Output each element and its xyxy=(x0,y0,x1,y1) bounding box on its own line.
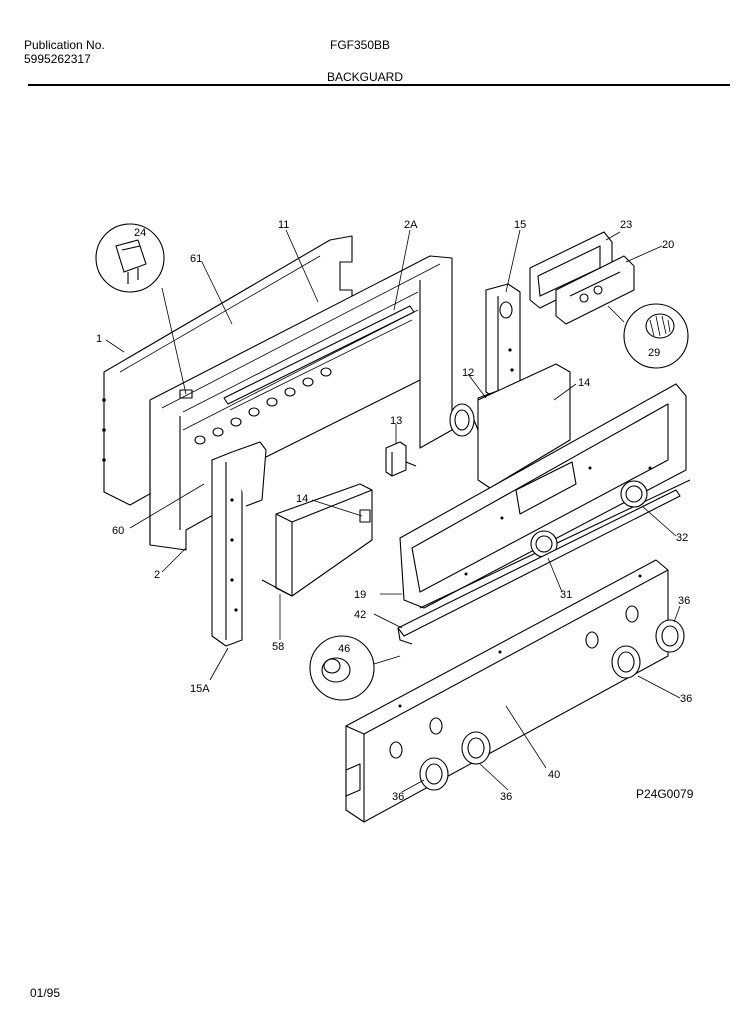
label-part-36-d: 36 xyxy=(678,595,690,607)
date-code: 01/95 xyxy=(30,986,61,1000)
part-inner-channel xyxy=(223,305,415,411)
label-part-15: 15 xyxy=(514,219,526,231)
label-part-36-a: 36 xyxy=(392,791,404,803)
label-part-36-c: 36 xyxy=(680,693,692,705)
label-part-19: 19 xyxy=(354,589,366,601)
label-part-11: 11 xyxy=(278,219,289,231)
part-burner-knob-2 xyxy=(461,731,491,765)
publication-number: 5995262317 xyxy=(24,52,91,66)
drawing-reference-code: P24G0079 xyxy=(636,787,694,801)
label-part-2a: 2A xyxy=(404,219,418,231)
label-part-46: 46 xyxy=(338,643,350,655)
label-part-36-b: 36 xyxy=(500,791,512,803)
part-labels: 1 24 61 11 2A 15 23 20 29 12 14 13 14 60… xyxy=(96,219,692,803)
label-part-42: 42 xyxy=(354,609,366,621)
leader-lines xyxy=(105,229,681,793)
label-part-14-lower: 14 xyxy=(296,493,308,505)
part-control-panel xyxy=(399,383,691,609)
label-part-1: 1 xyxy=(96,333,102,345)
part-heat-shield xyxy=(261,483,373,597)
label-part-13: 13 xyxy=(390,415,402,427)
label-part-32: 32 xyxy=(676,532,688,544)
label-part-23: 23 xyxy=(620,219,632,231)
label-part-15a: 15A xyxy=(190,683,210,695)
part-side-bracket xyxy=(211,441,267,647)
label-part-58: 58 xyxy=(272,641,284,653)
part-burner-knob-1 xyxy=(419,757,449,791)
label-part-29: 29 xyxy=(648,347,660,359)
label-part-40: 40 xyxy=(548,769,560,781)
part-manifold-panel xyxy=(345,559,669,823)
label-part-31: 31 xyxy=(560,589,572,601)
label-part-20: 20 xyxy=(662,239,674,251)
section-title: BACKGUARD xyxy=(327,70,404,84)
label-part-60: 60 xyxy=(112,525,124,537)
label-part-2: 2 xyxy=(154,569,160,581)
model-number: FGF350BB xyxy=(330,38,391,52)
label-part-12: 12 xyxy=(462,367,474,379)
callout-rocker-switch xyxy=(95,223,165,293)
part-trim-strip xyxy=(397,489,681,645)
label-part-14-upper: 14 xyxy=(578,377,590,389)
part-burner-knob-4 xyxy=(655,619,685,653)
part-switch-block xyxy=(385,441,417,477)
part-rear-box xyxy=(477,363,571,489)
header-rule xyxy=(28,84,730,86)
part-clock-module xyxy=(555,255,635,325)
publication-label: Publication No. xyxy=(24,38,105,52)
label-part-24: 24 xyxy=(134,227,146,239)
callout-oven-knob xyxy=(309,635,375,701)
part-right-bracket xyxy=(485,283,521,401)
part-console-knob-32 xyxy=(620,480,648,508)
label-part-61: 61 xyxy=(190,253,202,265)
part-burner-knob-3 xyxy=(611,645,641,679)
callout-clock-knob xyxy=(623,303,689,369)
